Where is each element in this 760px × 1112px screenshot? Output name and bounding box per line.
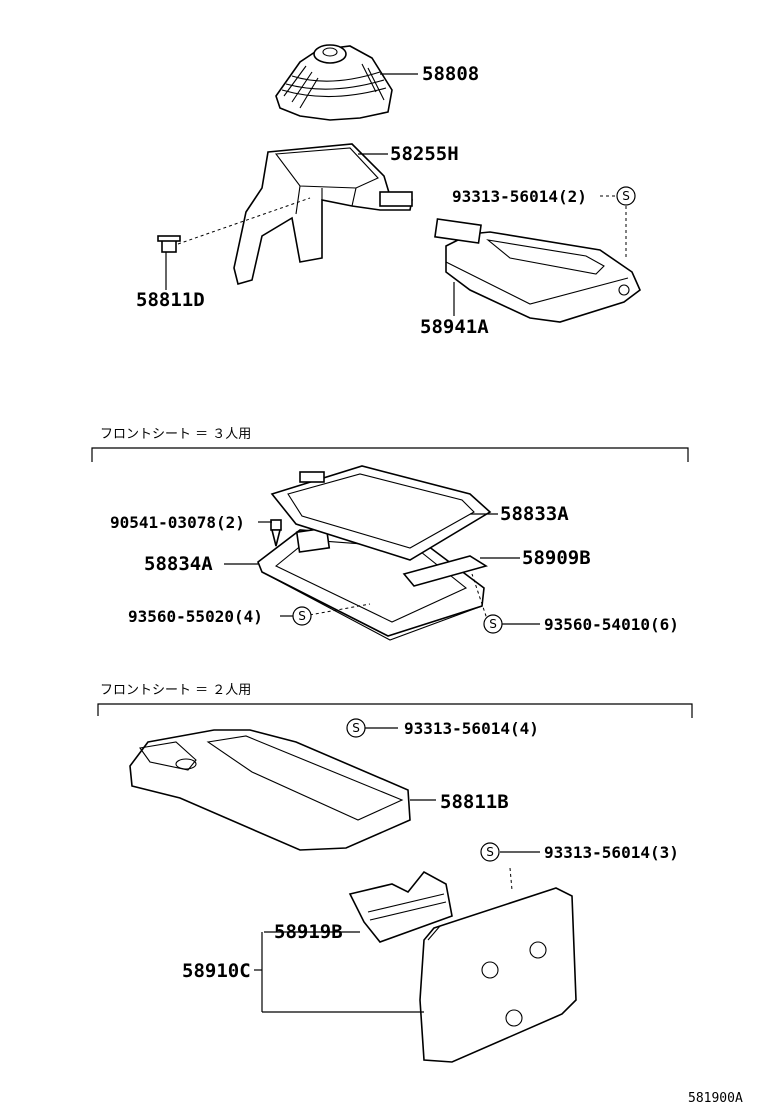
svg-text:S: S [486, 845, 494, 859]
console-tray-drawing [257, 527, 485, 641]
label-58811D[interactable]: 58811D [136, 289, 205, 311]
symbol-s-2: S [292, 606, 312, 626]
label-58910C[interactable]: 58910C [182, 960, 251, 982]
console-box-drawing [129, 729, 411, 851]
three-seat-note: フロントシート ＝ ３人用 [100, 427, 251, 442]
screw-drawing [270, 519, 282, 547]
svg-text:S: S [622, 189, 630, 203]
symbol-s-4: S [346, 718, 366, 738]
two-seat-note: フロントシート ＝ ２人用 [100, 683, 251, 698]
label-93313-56014-3[interactable]: 93313-56014(3) [544, 843, 679, 862]
label-90541-03078-2[interactable]: 90541-03078(2) [110, 513, 245, 532]
label-93560-54010-6[interactable]: 93560-54010(6) [544, 615, 679, 634]
console-panel-bracket-drawing [348, 870, 453, 943]
console-bracket-drawing [233, 143, 413, 285]
label-58811B[interactable]: 58811B [440, 791, 509, 813]
label-58834A[interactable]: 58834A [144, 553, 213, 575]
symbol-s-1: S [616, 186, 636, 206]
console-rear-cover-drawing [419, 867, 577, 1063]
svg-text:S: S [489, 617, 497, 631]
label-58255H[interactable]: 58255H [390, 143, 459, 165]
label-58941A[interactable]: 58941A [420, 316, 489, 338]
clip-drawing [157, 197, 311, 253]
console-plate-drawing [402, 555, 488, 587]
console-frame-drawing [270, 465, 492, 561]
label-58833A[interactable]: 58833A [500, 503, 569, 525]
svg-text:S: S [352, 721, 360, 735]
label-93560-55020-4[interactable]: 93560-55020(4) [128, 607, 263, 626]
label-93313-56014-4[interactable]: 93313-56014(4) [404, 719, 539, 738]
shift-boot-drawing [275, 44, 393, 121]
three-seat-bracket [91, 447, 689, 462]
label-93313-56014-2[interactable]: 93313-56014(2) [452, 187, 587, 206]
label-58808[interactable]: 58808 [422, 63, 479, 85]
svg-text:S: S [298, 609, 306, 623]
label-58909B[interactable]: 58909B [522, 547, 591, 569]
drawing-reference: 581900A [688, 1091, 743, 1106]
symbol-s-3: S [483, 614, 503, 634]
symbol-s-5: S [480, 842, 500, 862]
console-cover-drawing [434, 218, 641, 323]
two-seat-bracket [97, 703, 693, 718]
label-58919B[interactable]: 58919B [274, 921, 343, 943]
